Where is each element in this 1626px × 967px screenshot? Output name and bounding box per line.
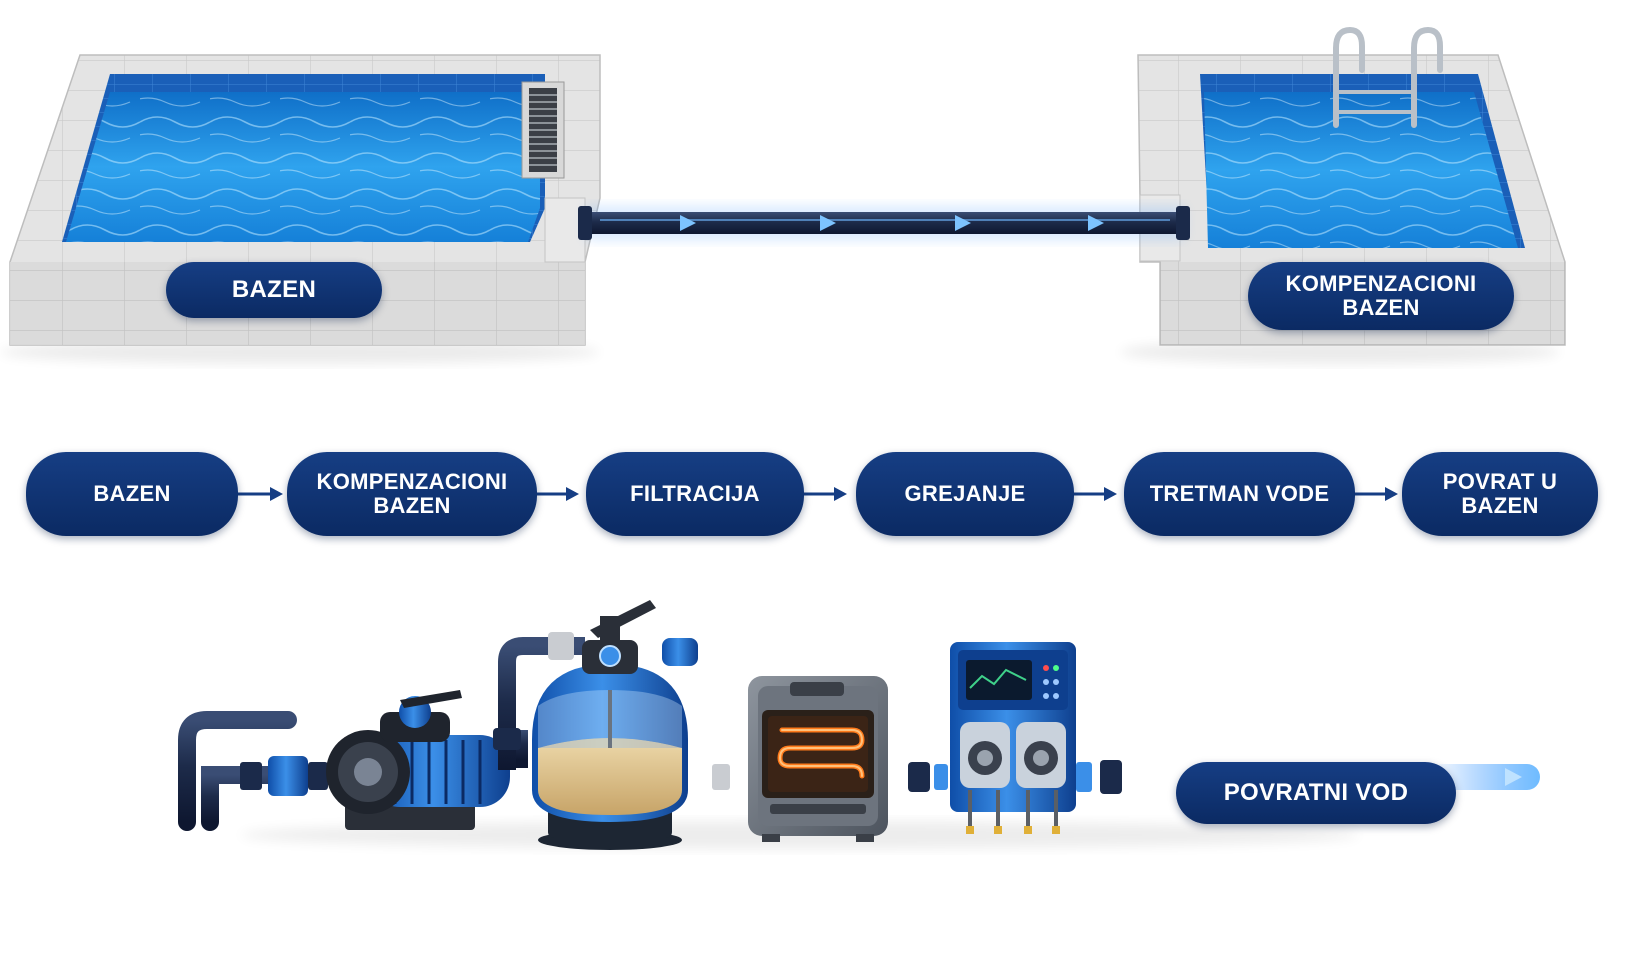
flow-arrow-icon bbox=[680, 215, 1104, 231]
main-pool-label: BAZEN bbox=[166, 262, 382, 318]
main-pool bbox=[0, 54, 601, 364]
equipment-line bbox=[178, 600, 1543, 850]
flow-arrow-icon bbox=[1505, 768, 1522, 786]
dosing-unit-icon bbox=[950, 642, 1076, 834]
pump-icon bbox=[326, 690, 528, 830]
flow-step-arrows bbox=[238, 487, 1398, 501]
flow-step-bazen: BAZEN bbox=[26, 452, 238, 536]
heater-icon bbox=[748, 676, 888, 842]
flow-step-filtracija: FILTRACIJA bbox=[586, 452, 804, 536]
flow-step-tretman-vode: TRETMAN VODE bbox=[1124, 452, 1355, 536]
return-line-label: POVRATNI VOD bbox=[1176, 762, 1456, 824]
pool-connection-pipe bbox=[578, 206, 1190, 240]
flow-step-povrat-u-bazen: POVRAT U BAZEN bbox=[1402, 452, 1598, 536]
sand-filter-icon bbox=[532, 600, 700, 850]
flow-step-kompenzacioni-bazen: KOMPENZACIONI BAZEN bbox=[287, 452, 537, 536]
compensation-pool-label: KOMPENZACIONI BAZEN bbox=[1248, 262, 1514, 330]
flow-step-grejanje: GREJANJE bbox=[856, 452, 1074, 536]
skimmer-grate-icon bbox=[521, 81, 565, 179]
pool-ladder-icon bbox=[1333, 26, 1443, 128]
